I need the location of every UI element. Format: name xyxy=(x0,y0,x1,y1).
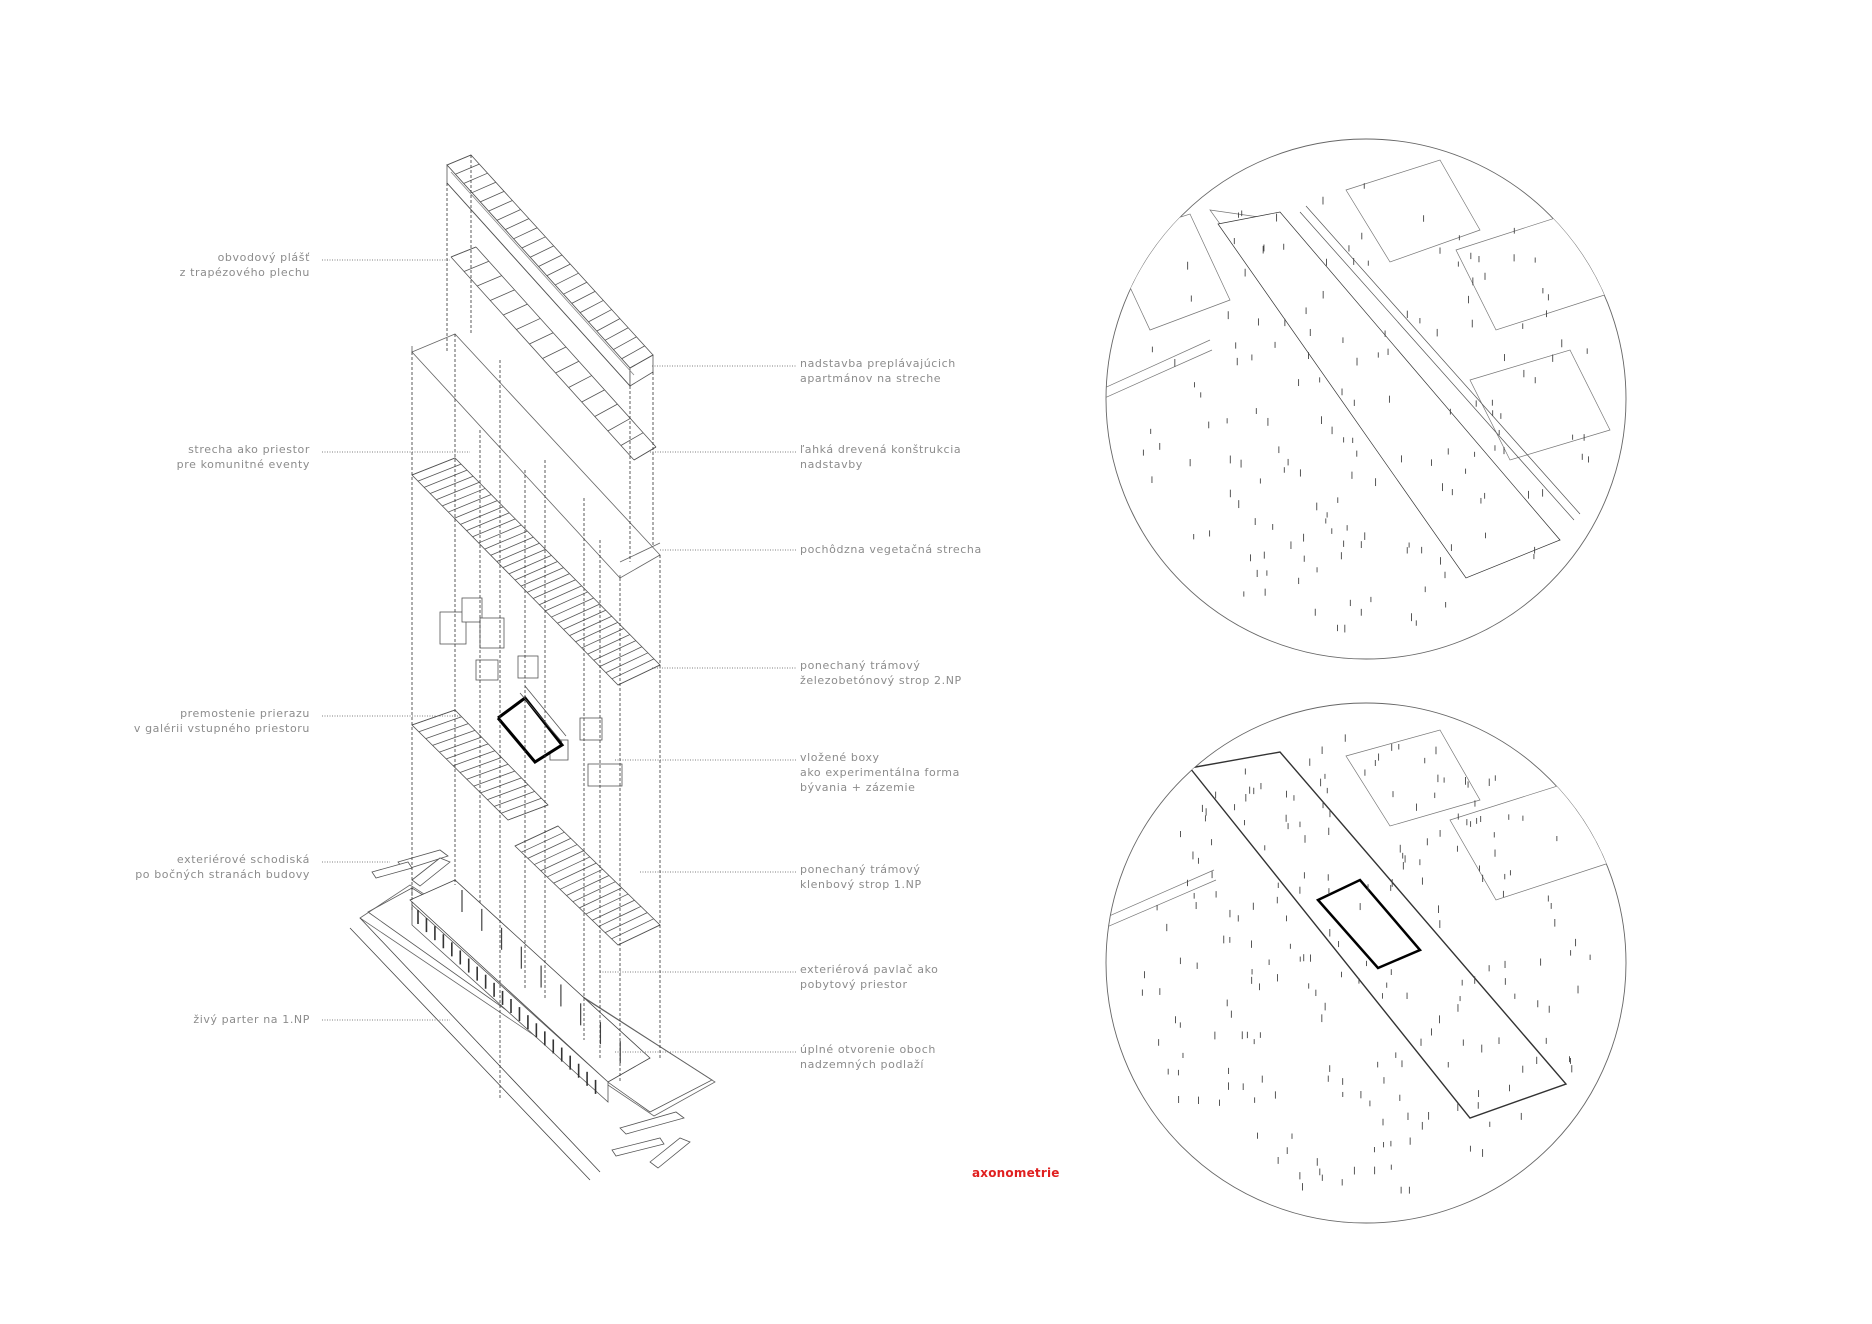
projection-lines xyxy=(411,155,661,1100)
vaulted-slab-1np xyxy=(514,825,661,946)
label-ground-floor: živý parter na 1.NP xyxy=(193,1013,310,1026)
site-view-interior xyxy=(1105,702,1627,1224)
exterior-stairs xyxy=(371,849,691,1169)
sheet-title: axonometrie xyxy=(972,1166,1060,1180)
ground-floor-building xyxy=(349,879,716,1181)
site-view-roof xyxy=(1105,138,1627,660)
label-green-roof: pochôdzna vegetačná strecha xyxy=(800,543,982,556)
wooden-frame xyxy=(450,246,657,461)
beam-slab-2np xyxy=(411,457,661,686)
inserted-boxes xyxy=(439,597,623,787)
leader-lines xyxy=(322,259,796,1053)
apartment-frame-top xyxy=(446,154,654,388)
